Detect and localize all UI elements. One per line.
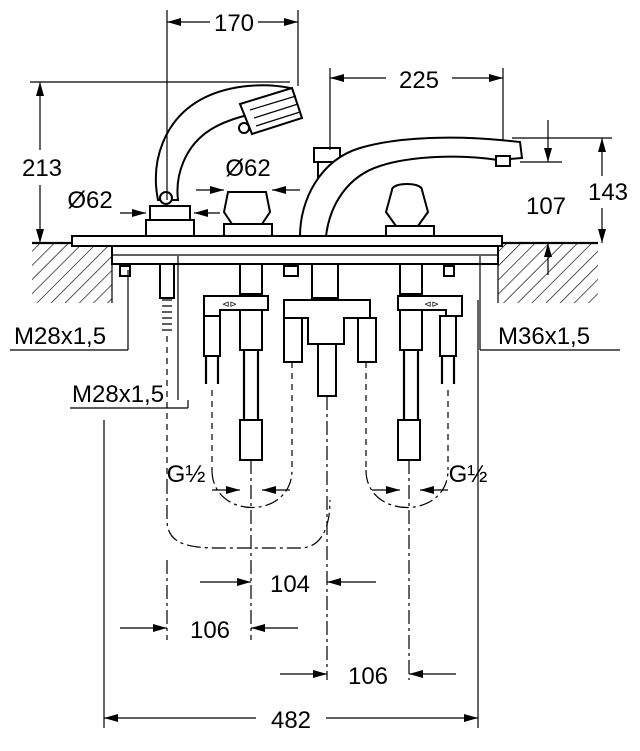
dim-170: 170 bbox=[214, 10, 254, 37]
right-valve-handle bbox=[384, 183, 435, 237]
svg-text:⊲⊳: ⊲⊳ bbox=[222, 300, 237, 310]
dim-482: 482 bbox=[271, 707, 311, 734]
thread-label-left-lower: M28x1,5 bbox=[72, 381, 164, 408]
dimension-lines bbox=[10, 10, 620, 728]
hand-shower bbox=[145, 84, 304, 237]
under-deck-plumbing: ⊲⊳ ⊲⊳ bbox=[159, 263, 463, 549]
dim-106-right: 106 bbox=[348, 663, 388, 690]
g-label-left: G½ bbox=[167, 461, 206, 488]
dim-107: 107 bbox=[526, 193, 566, 220]
g-label-right: G½ bbox=[449, 461, 488, 488]
thread-label-left-upper: M28x1,5 bbox=[14, 323, 106, 350]
left-valve-handle bbox=[222, 191, 273, 237]
dim-106-left: 106 bbox=[190, 617, 230, 644]
thread-label-right: M36x1,5 bbox=[498, 323, 590, 350]
bath-spout bbox=[298, 136, 524, 237]
svg-text:⊲⊳: ⊲⊳ bbox=[424, 300, 439, 310]
dim-d62-left: Ø62 bbox=[67, 187, 112, 214]
dim-d62-mid: Ø62 bbox=[225, 155, 270, 182]
dim-225: 225 bbox=[399, 67, 439, 94]
dim-213: 213 bbox=[22, 155, 62, 182]
dim-104: 104 bbox=[270, 571, 310, 598]
mounting-plate bbox=[71, 235, 503, 277]
dim-143: 143 bbox=[588, 179, 628, 206]
